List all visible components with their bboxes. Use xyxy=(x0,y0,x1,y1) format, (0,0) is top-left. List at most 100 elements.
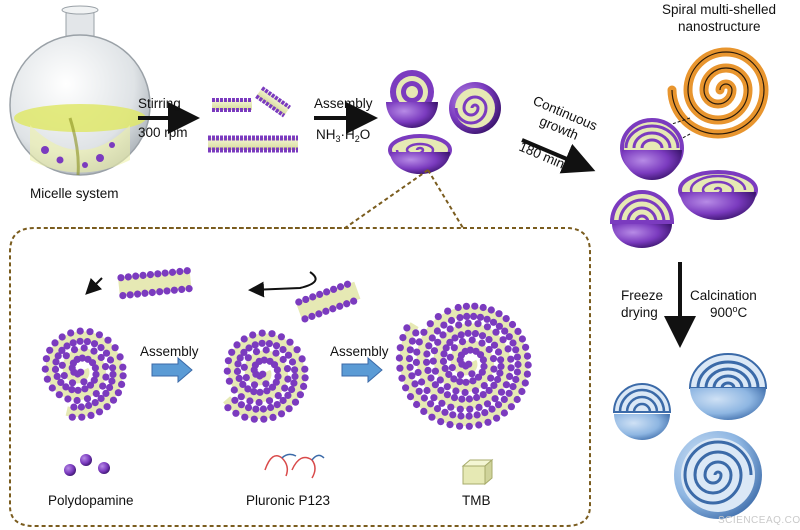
polydopamine-bead xyxy=(262,380,270,388)
polydopamine-bead xyxy=(495,322,503,330)
polydopamine-bead xyxy=(492,328,500,336)
polydopamine-bead xyxy=(156,288,164,296)
polydopamine-bead xyxy=(95,408,104,416)
polydopamine-bead xyxy=(301,374,309,382)
polydopamine-bead xyxy=(259,405,267,413)
polydopamine-bead xyxy=(413,400,421,409)
polydopamine-bead xyxy=(291,366,299,374)
polydopamine-bead xyxy=(412,329,420,337)
blue-arrow-right xyxy=(341,356,383,384)
polydopamine-bead xyxy=(452,387,460,395)
polydopamine-bead xyxy=(106,356,115,364)
polydopamine-bead xyxy=(497,388,506,396)
time-label: 180 min xyxy=(517,139,567,172)
polydopamine-bead xyxy=(405,355,414,363)
polydopamine-bead xyxy=(274,372,282,380)
polydopamine-bead xyxy=(118,380,126,388)
polydopamine-bead xyxy=(233,341,241,349)
polydopamine-bead xyxy=(438,399,446,407)
polydopamine-bead xyxy=(497,356,505,364)
polydopamine-bead xyxy=(108,377,116,385)
polydopamine-bead xyxy=(290,379,298,387)
polydopamine-bead xyxy=(42,355,51,363)
polydopamine-bead xyxy=(430,347,438,355)
polydopamine-bead xyxy=(232,409,240,417)
polydopamine-bead xyxy=(508,320,517,329)
polydopamine-bead xyxy=(87,411,95,419)
polydopamine-bead xyxy=(97,353,105,362)
polydopamine-bead xyxy=(51,339,59,347)
polydopamine-bead xyxy=(252,405,260,413)
orange-spiral-icon xyxy=(667,47,769,139)
polydopamine-bead xyxy=(268,330,276,338)
polydopamine-bead xyxy=(415,338,423,346)
polydopamine-bead xyxy=(141,289,149,297)
polydopamine-bead xyxy=(518,335,527,343)
polydopamine-bead xyxy=(109,396,118,404)
polydopamine-bead xyxy=(231,396,239,404)
polydopamine-bead xyxy=(237,393,245,401)
polydopamine-bead xyxy=(258,339,266,347)
polydopamine-bead xyxy=(52,358,60,366)
polydopamine-bead xyxy=(466,346,474,354)
polydopamine-bead xyxy=(240,363,248,371)
polydopamine-bead xyxy=(92,370,100,378)
polydopamine-bead xyxy=(455,321,463,329)
spiral-title-line2: nanostructure xyxy=(678,19,761,34)
polydopamine-bead xyxy=(461,388,469,397)
polydopamine-bead xyxy=(117,274,125,282)
polydopamine-bead xyxy=(178,285,186,293)
polydopamine-bead xyxy=(80,344,88,352)
polydopamine-bead xyxy=(265,397,274,405)
bilayer-strip-2 xyxy=(295,280,361,323)
polydopamine-bead xyxy=(69,339,77,347)
polydopamine-bead xyxy=(285,405,293,413)
polydopamine-bead xyxy=(457,331,465,339)
polydopamine-bead xyxy=(90,347,98,355)
pluronic-p123-icon xyxy=(264,453,325,479)
polydopamine-bead xyxy=(139,271,147,279)
polydopamine-bead xyxy=(273,401,281,409)
polydopamine-bead xyxy=(463,312,471,320)
polydopamine-bead xyxy=(57,378,65,386)
polydopamine-bead xyxy=(512,375,520,384)
polydopamine-bead xyxy=(91,399,99,407)
polydopamine-bead xyxy=(284,391,292,399)
polydopamine-bead xyxy=(474,373,483,381)
polydopamine-bead xyxy=(479,356,487,364)
polydopamine-bead xyxy=(132,272,140,280)
polydopamine-bead xyxy=(323,288,331,296)
polydopamine-bead xyxy=(427,400,435,408)
polydopamine-bead xyxy=(51,365,60,373)
polydopamine-bead xyxy=(268,383,277,391)
polydopamine-bead xyxy=(500,409,508,417)
polydopamine-bead xyxy=(468,370,476,378)
polydopamine-bead xyxy=(237,401,245,409)
polydopamine-bead xyxy=(102,389,110,397)
polydopamine-bead xyxy=(433,327,441,335)
polydopamine-bead xyxy=(493,414,501,422)
polydopamine-bead xyxy=(119,291,127,300)
polydopamine-bead xyxy=(483,323,491,331)
polydopamine-bead xyxy=(413,348,421,356)
polydopamine-bead xyxy=(54,352,62,360)
polydopamine-bead xyxy=(343,300,351,308)
polydopamine-bead xyxy=(62,383,70,391)
polydopamine-bead xyxy=(109,370,117,378)
polydopamine-bead xyxy=(430,394,438,402)
polydopamine-bead xyxy=(458,338,467,346)
polydopamine-bead xyxy=(451,334,459,342)
polydopamine-bead xyxy=(464,319,472,327)
purple-hemisphere-large-2 xyxy=(678,170,758,220)
polydopamine-bead xyxy=(431,381,439,389)
blue-hemisphere-3 xyxy=(674,431,762,519)
polydopamine-bead xyxy=(74,386,82,394)
polydopamine-bead xyxy=(315,310,323,318)
polydopamine-bead xyxy=(499,336,507,344)
polydopamine-bead xyxy=(60,372,68,380)
polydopamine-bead xyxy=(396,364,404,372)
polydopamine-bead xyxy=(53,372,61,380)
polydopamine-bead xyxy=(487,306,495,314)
polydopamine-bead xyxy=(473,411,481,419)
polydopamine-bead xyxy=(412,358,420,366)
